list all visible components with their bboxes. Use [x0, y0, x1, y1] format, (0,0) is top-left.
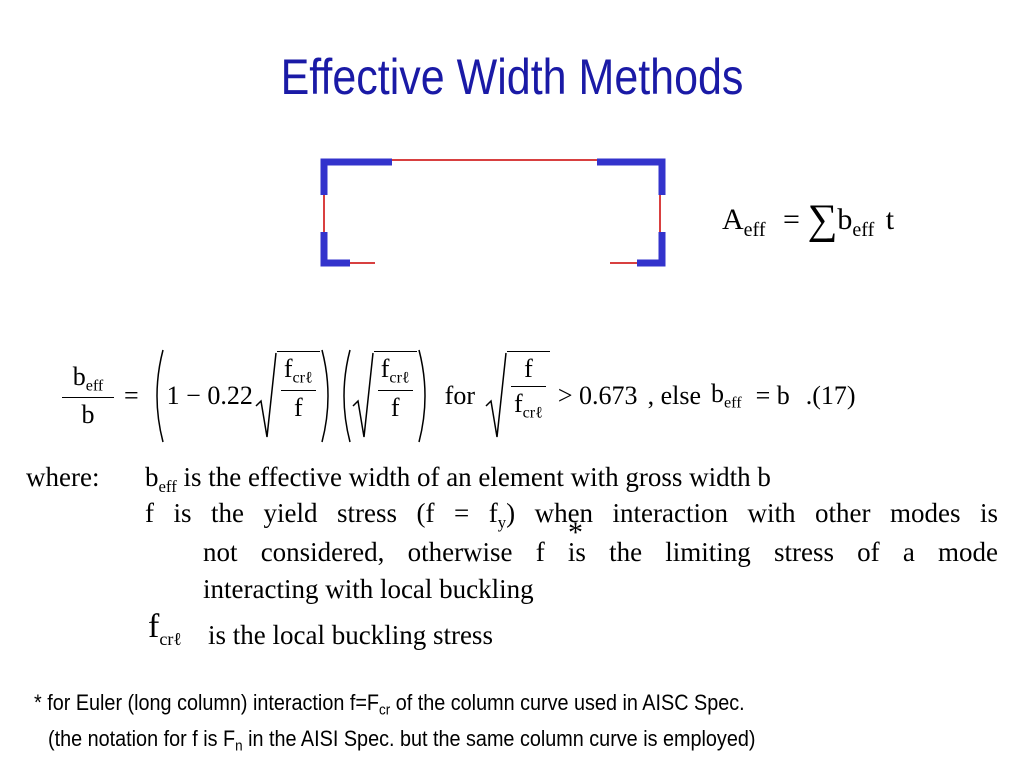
root2-num: f [380, 354, 390, 383]
beff-def-symbol: b [145, 462, 159, 492]
fcrl-symbol: f [148, 608, 160, 645]
beff-def-sub: eff [158, 476, 177, 496]
equation-equals: = [124, 381, 139, 410]
section-outline [323, 159, 661, 264]
aeff-equals: = [783, 203, 800, 236]
footnote1-a: * for Euler (long column) interaction f=… [34, 690, 380, 715]
sqrt-term-1: fcrℓ f [255, 351, 320, 441]
root2-num-sub: crℓ [389, 369, 410, 387]
equation-number: .(17) [805, 381, 856, 410]
beff-symbol: b [837, 203, 853, 236]
lhs-fraction: beff b [62, 362, 114, 431]
lhs-num: b [72, 361, 86, 391]
sum-symbol: ∑ [807, 197, 838, 243]
effective-portions [320, 158, 666, 267]
cond-den-sub: crℓ [522, 404, 543, 422]
else-rhs: = b [755, 381, 790, 410]
root1-num-sub: crℓ [292, 369, 313, 387]
else-label: , else [647, 381, 701, 410]
definition-f-line2: not considered, otherwise f is the limit… [203, 537, 998, 567]
fcrl-symbol-group: fcrℓ [148, 608, 182, 650]
aeff-formula: Aeff = ∑beff t [722, 196, 894, 244]
effective-section-diagram [320, 158, 666, 267]
slide-title: Effective Width Methods [280, 49, 744, 105]
aeff-symbol: A [722, 203, 744, 236]
footnote-line-1: * for Euler (long column) interaction f=… [34, 690, 745, 718]
left-paren-2 [343, 349, 351, 443]
aeff-subscript: eff [743, 219, 766, 241]
else-b-sub: eff [723, 394, 742, 412]
definition-beff: beff is the effective width of an elemen… [145, 458, 771, 506]
lhs-den: b [81, 400, 95, 430]
footnote2-b: in the AISI Spec. but the same column cu… [242, 726, 756, 751]
footnote2-sub: n [235, 737, 243, 755]
for-label: for [444, 381, 475, 410]
thickness-symbol: t [885, 203, 895, 236]
fcrl-definition-text: is the local buckling stress [208, 620, 493, 650]
right-paren-1 [321, 349, 329, 443]
definition-f-line3: interacting with local buckling [203, 574, 534, 604]
one-minus-term: 1 − 0.22 [166, 381, 253, 410]
cond-num: f [524, 354, 533, 383]
beff-def-text: is the effective width of an element wit… [183, 462, 771, 492]
else-b: b [710, 379, 724, 409]
root1-den: f [293, 392, 303, 422]
fcrl-sub: crℓ [159, 629, 182, 649]
root1-num: f [283, 354, 293, 383]
left-paren-1 [155, 349, 164, 443]
beff-subscript: eff [852, 219, 875, 241]
lhs-num-sub: eff [85, 377, 104, 395]
cond-den: f [513, 389, 523, 418]
definition-f-line1: f is the yield stress (f = fy) when inte… [145, 494, 998, 542]
footnote-line-2: (the notation for f is Fn in the AISI Sp… [48, 726, 755, 754]
where-label: where: [26, 462, 100, 492]
footnote2-a: (the notation for f is F [48, 726, 236, 751]
root2-den: f [390, 392, 400, 422]
sqrt-term-2: fcrℓ f [352, 351, 417, 441]
slenderness-root: f fcrℓ [485, 351, 550, 441]
f-def-sub: y [497, 512, 507, 532]
f-def-text-a: f is the yield stress (f = f [145, 498, 498, 528]
limit-value: > 0.673 [557, 381, 638, 410]
footnote1-b: of the column curve used in AISC Spec. [390, 690, 745, 715]
beff-equation: beff b = 1 − 0.22 fcrℓ f fcrℓ f for [62, 348, 856, 444]
footnote1-sub: cr [379, 701, 391, 719]
right-paren-2 [417, 349, 426, 443]
asterisk-mark: * [568, 516, 583, 549]
f-def-text-b: ) when interaction with other modes is [506, 498, 999, 528]
